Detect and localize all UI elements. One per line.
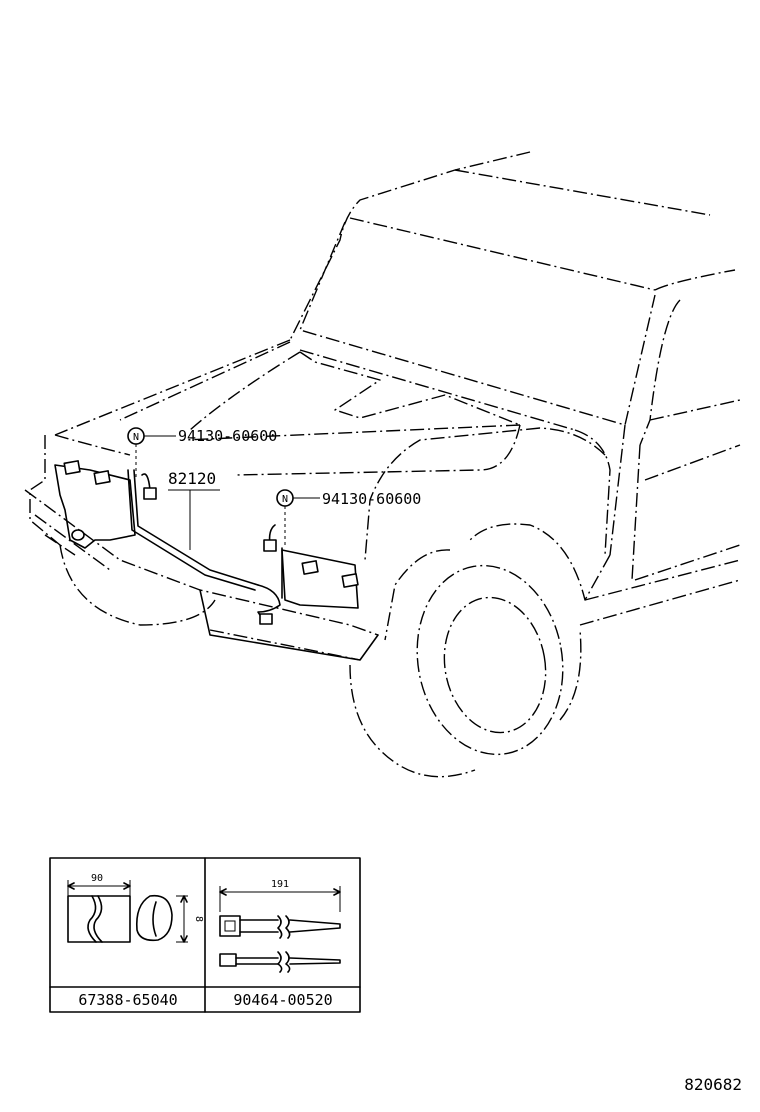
wire-harness-82120 bbox=[54, 460, 379, 661]
dimension-191: 191 bbox=[271, 879, 289, 890]
callout-right-nut: N 94130-60600 bbox=[276, 489, 421, 545]
detail-box: 90 8 191 bbox=[49, 857, 361, 1013]
callout-left-nut: N 94130-60600 bbox=[127, 427, 277, 480]
dimension-90: 90 bbox=[91, 873, 103, 884]
nut-letter-right: N bbox=[282, 494, 288, 505]
vehicle-outline bbox=[24, 151, 741, 778]
part-number-94130-right: 94130-60600 bbox=[322, 490, 421, 508]
part-number-94130-left: 94130-60600 bbox=[178, 427, 277, 445]
callout-harness: 82120 bbox=[168, 469, 220, 550]
nut-letter-left: N bbox=[133, 432, 139, 443]
dimension-8: 8 bbox=[193, 916, 204, 922]
diagram-id: 820682 bbox=[684, 1075, 742, 1094]
part-number-82120: 82120 bbox=[168, 469, 216, 488]
cable-tie-90464-drawing: 191 bbox=[219, 879, 341, 973]
part-number-67388: 67388-65040 bbox=[78, 991, 177, 1009]
part-number-90464: 90464-00520 bbox=[233, 991, 332, 1009]
protector-67388-drawing: 90 8 bbox=[67, 873, 204, 943]
